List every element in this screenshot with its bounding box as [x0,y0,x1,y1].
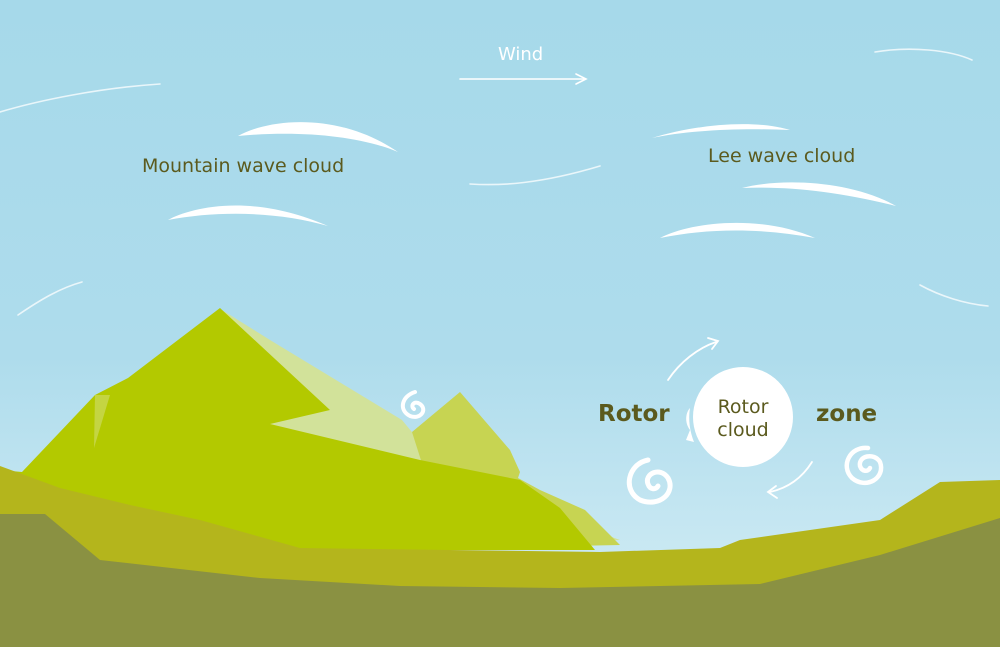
wind-streaks [0,48,989,316]
rotor-label: Rotor [598,401,670,427]
wind-arrow-icon [459,73,588,85]
ground-dark [0,514,1000,647]
lenticular-cloud [742,182,896,206]
lenticular-cloud [238,122,398,152]
lenticular-cloud [168,205,328,226]
mountain-facet [94,395,110,448]
mountain-wave-cloud-label: Mountain wave cloud [142,155,345,177]
swirl-icon [400,390,426,419]
swirl-icon [626,457,673,505]
lee-wave-clouds [652,124,896,238]
lenticular-cloud [660,222,815,238]
rotor-cloud-label: Rotor cloud [703,396,783,442]
rotor-cloud-label-line2: cloud [717,419,769,441]
lenticular-cloud [652,124,790,138]
mountain-main [0,308,595,550]
rotor-cloud-circle [693,367,793,467]
rotation-arrow-icon [686,408,694,442]
rotor-cloud-label-line1: Rotor [717,396,769,418]
lee-wave-cloud-label: Lee wave cloud [708,145,856,167]
zone-label: zone [816,401,878,427]
rotation-arrow-icon [667,337,813,499]
wind-label: Wind [498,44,544,65]
mountain-wave-clouds [168,122,398,226]
swirl-icon [844,445,884,486]
